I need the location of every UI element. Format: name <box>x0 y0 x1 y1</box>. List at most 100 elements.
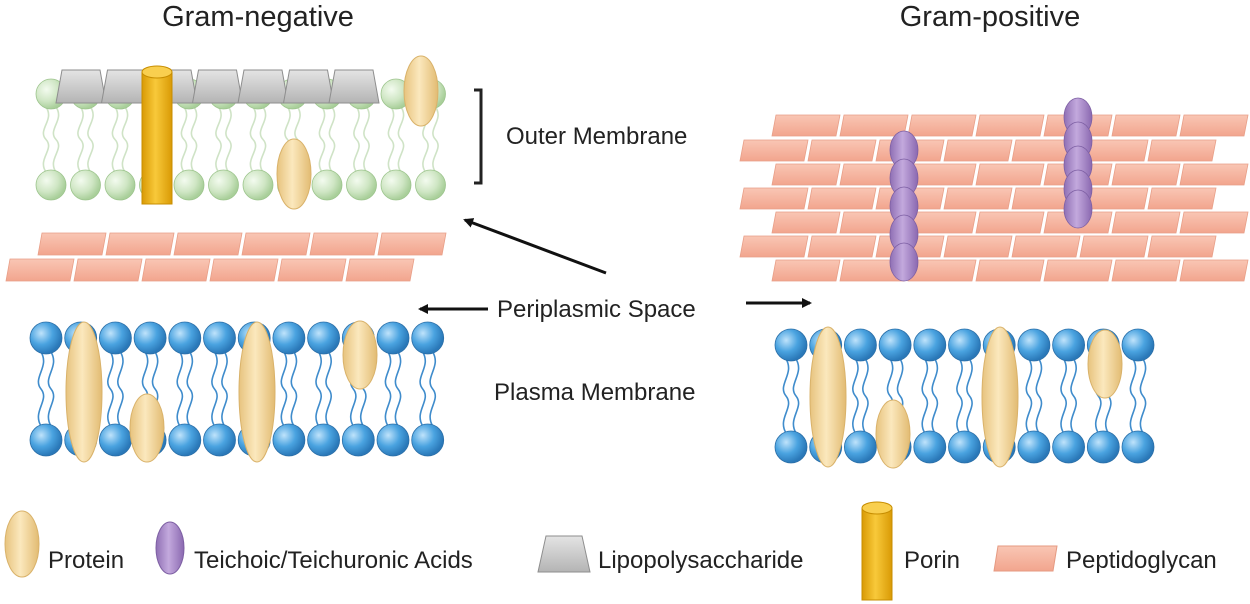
porin <box>141 65 173 205</box>
peptidoglycan-unit <box>1179 211 1249 234</box>
legend-item-lps: Lipopolysaccharide <box>537 535 803 574</box>
lipid-tail <box>221 351 228 427</box>
lipid-head <box>133 321 167 355</box>
lipid-head <box>913 328 947 362</box>
lipid-tail <box>111 106 119 173</box>
teichoic-acid-unit <box>1063 189 1093 229</box>
lipid-head <box>346 169 377 201</box>
lipid-head <box>411 423 445 457</box>
lipid-head <box>168 423 202 457</box>
legend: Protein Teichoic/Teichuronic Acids Lipop… <box>4 501 1217 601</box>
lipid-tail <box>42 106 50 173</box>
peptidoglycan-unit <box>771 259 841 282</box>
lipid-head <box>376 321 410 355</box>
peptidoglycan-unit <box>1147 187 1217 210</box>
peptidoglycan-unit <box>807 139 877 162</box>
lipid-tail <box>180 106 188 173</box>
protein <box>342 320 378 390</box>
lipid-head <box>307 321 341 355</box>
peptidoglycan-unit <box>943 235 1013 258</box>
lipid-tail <box>249 106 257 173</box>
lipid-tail <box>52 106 60 173</box>
peptidoglycan-unit <box>739 139 809 162</box>
peptidoglycan-unit <box>1147 139 1217 162</box>
lipid-head <box>415 169 446 201</box>
porin-icon <box>861 507 893 601</box>
gram-negative-peptidoglycan <box>5 232 447 282</box>
gram-positive-plasma-membrane <box>774 326 1155 469</box>
lipid-head <box>99 423 132 457</box>
lipid-tail <box>215 106 222 173</box>
lipid-head <box>774 328 808 362</box>
peptidoglycan-unit <box>37 232 107 256</box>
lipid-tail <box>1035 358 1043 434</box>
lipid-tail <box>852 358 859 434</box>
lipid-tail <box>87 106 94 173</box>
peptidoglycan-unit <box>771 211 841 234</box>
gram-positive-title: Gram-positive <box>900 1 1081 33</box>
lipid-head <box>242 169 274 201</box>
lipid-head <box>1121 430 1155 464</box>
lipid-head <box>376 423 410 457</box>
lipid-head <box>1052 328 1085 362</box>
lipid-head <box>29 423 63 457</box>
lipid-tail <box>325 351 332 427</box>
lipid-tail <box>1129 358 1137 434</box>
lipid-head <box>411 321 445 355</box>
peptidoglycan-unit <box>173 232 243 256</box>
peptidoglycan-unit <box>1079 235 1149 258</box>
lipid-tail <box>280 351 288 427</box>
peptidoglycan-unit <box>1179 163 1249 186</box>
peptidoglycan-unit <box>943 139 1013 162</box>
lipid-tail <box>107 351 114 427</box>
lipid-head <box>311 169 343 201</box>
protein <box>875 399 911 469</box>
legend-item-teichoic: Teichoic/Teichuronic Acids <box>155 521 473 575</box>
lipopolysaccharide <box>191 69 244 104</box>
legend-item-protein: Protein <box>4 510 124 578</box>
lipid-head <box>341 423 375 457</box>
peptidoglycan-unit <box>241 232 311 256</box>
lipid-tail <box>384 351 392 427</box>
lipid-head <box>168 321 202 355</box>
peptidoglycan-unit <box>1111 163 1181 186</box>
lipid-tail <box>77 106 84 173</box>
peptidoglycan-unit <box>1179 259 1249 282</box>
gram-negative-outer-membrane <box>35 55 446 210</box>
lipid-tail <box>259 106 267 173</box>
peptidoglycan-unit <box>907 211 977 234</box>
lipid-head <box>948 430 981 464</box>
lipid-head <box>1121 328 1155 362</box>
peptidoglycan-unit <box>771 114 841 137</box>
lipid-tail <box>432 106 439 173</box>
lipid-tail <box>121 106 129 173</box>
teichoic-acid-icon <box>155 521 185 575</box>
lipid-head <box>272 423 306 457</box>
peptidoglycan-unit <box>975 211 1045 234</box>
lipid-head <box>307 423 341 457</box>
peptidoglycan-unit <box>1147 235 1217 258</box>
lipid-tail <box>782 358 790 434</box>
peptidoglycan-unit <box>807 187 877 210</box>
peptidoglycan-unit <box>907 163 977 186</box>
legend-item-porin: Porin <box>861 501 960 601</box>
legend-item-peptidoglycan: Peptidoglycan <box>993 545 1217 574</box>
lipid-head <box>1017 430 1051 464</box>
lipid-tail <box>176 351 184 427</box>
peptidoglycan-unit <box>105 232 175 256</box>
peptidoglycan-unit <box>739 235 809 258</box>
lipopolysaccharide <box>55 69 107 104</box>
peptidoglycan-unit <box>771 163 841 186</box>
lipid-head <box>208 169 239 201</box>
lipid-head <box>1017 328 1051 362</box>
lipid-tail <box>397 106 405 173</box>
peptidoglycan-icon <box>993 545 1058 572</box>
peptidoglycan-unit <box>277 258 347 282</box>
lipid-head <box>844 430 877 464</box>
lipid-tail <box>225 106 232 173</box>
lipid-tail <box>318 106 326 173</box>
lipid-head <box>35 169 67 201</box>
plasma-membrane-label: Plasma Membrane <box>494 379 695 406</box>
peptidoglycan-unit <box>1043 259 1113 282</box>
